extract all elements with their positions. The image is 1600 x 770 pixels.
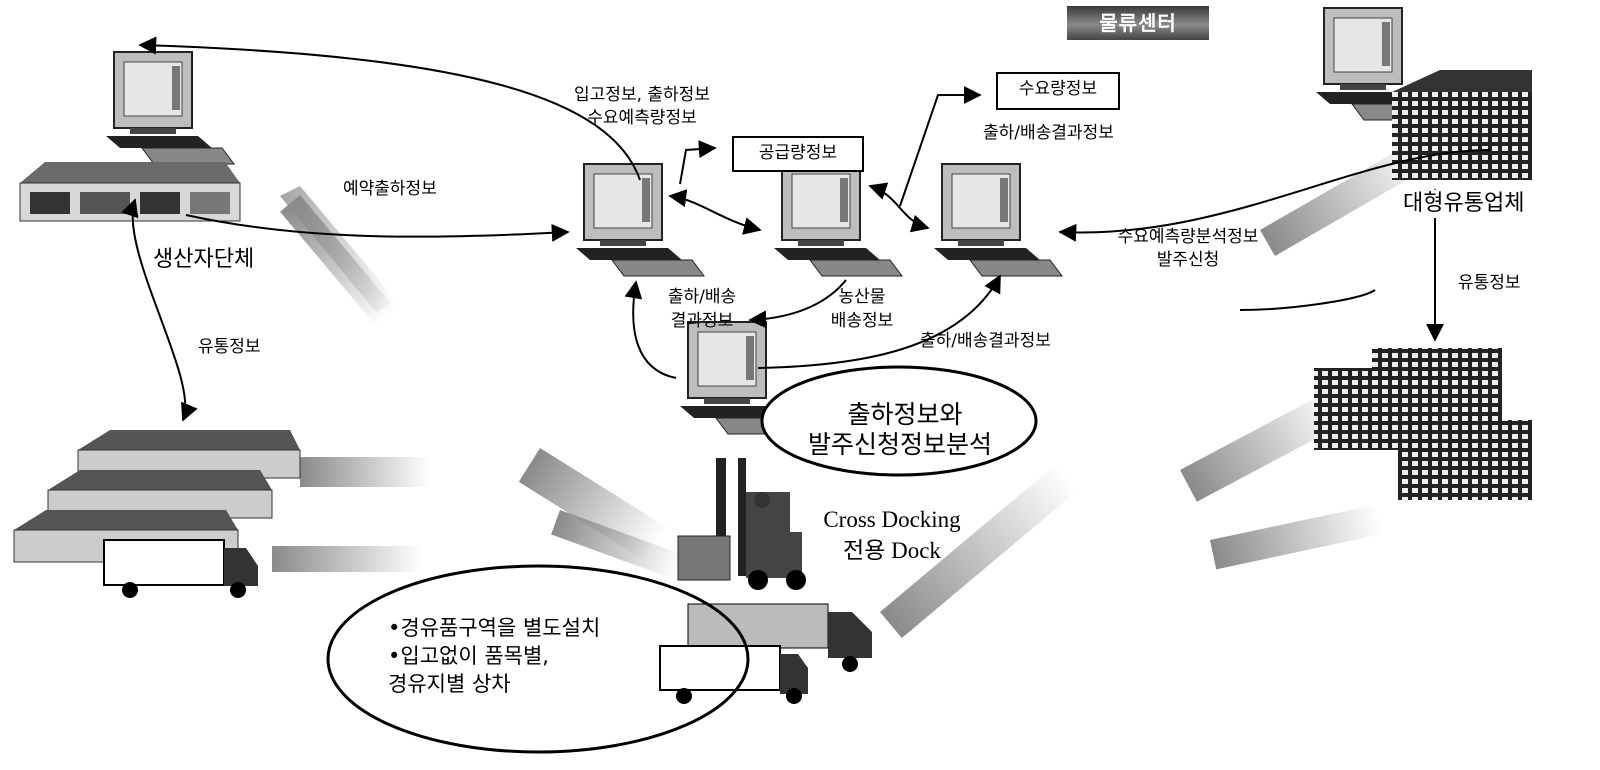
label-inbound-outbound: 입고정보, 출하정보 <box>574 85 710 105</box>
logistics-center-banner: 물류센터 <box>1067 6 1209 40</box>
computer-icon <box>774 163 903 277</box>
analysis-oval-line2: 발주신청정보분석 <box>807 430 992 459</box>
cross-dock-line1: Cross Docking <box>823 507 961 532</box>
label-shipping-result-left-2: 결과정보 <box>670 311 734 331</box>
label-shipping-result-left-1: 출하/배송 <box>667 287 737 307</box>
flow-rays <box>272 140 1431 639</box>
bullet-item: •입고없이 품목별, <box>388 644 549 668</box>
label-demand-forecast: 수요예측량정보 <box>587 108 697 128</box>
crossdock-oval <box>326 564 750 754</box>
crossdock-bullet-list: •경유품구역을 별도설치 •입고없이 품목별, 경유지별 상차 <box>388 614 600 698</box>
computer-icon <box>576 163 705 277</box>
label-shipping-result-bottom: 출하/배송결과정보 <box>920 331 1051 351</box>
truck-icon-left <box>103 539 258 598</box>
computer-icon <box>680 321 809 435</box>
cross-dock-line2: 전용 Dock <box>843 538 941 563</box>
bullet-item: 경유지별 상차 <box>388 672 511 696</box>
truck-icon-center-front <box>659 645 808 704</box>
label-distribution-left: 유통정보 <box>198 337 261 357</box>
producer-label: 생산자단체 <box>153 247 255 272</box>
label-delivery-result-top: 출하/배송결과정보 <box>983 123 1114 143</box>
label-forecast-analysis: 수요예측량분석정보 <box>1117 227 1259 247</box>
computer-icon <box>106 51 235 165</box>
stores-building-icon <box>1314 348 1532 500</box>
analysis-oval <box>760 365 1038 477</box>
retailer-label: 대형유통업체 <box>1403 190 1525 218</box>
label-agri-delivery-2: 배송정보 <box>830 311 894 331</box>
forklift-icon <box>677 458 806 590</box>
label-order-request: 발주신청 <box>1156 250 1220 270</box>
label-reserved-shipping: 예약출하정보 <box>343 179 437 199</box>
computer-icon <box>934 163 1063 277</box>
analysis-oval-line1: 출하정보와 <box>847 400 963 429</box>
label-agri-delivery-1: 농산물 <box>838 287 886 307</box>
supply-info-box: 공급량정보 <box>732 136 864 172</box>
label-distribution-right: 유통정보 <box>1458 273 1521 293</box>
demand-info-box: 수요량정보 <box>996 72 1120 110</box>
bullet-item: •경유품구역을 별도설치 <box>388 616 601 640</box>
retailer-building-icon <box>1392 70 1532 180</box>
flow-arrows <box>121 36 1491 422</box>
truck-icon-center-back <box>687 603 872 672</box>
producer-building-icon <box>19 162 241 222</box>
